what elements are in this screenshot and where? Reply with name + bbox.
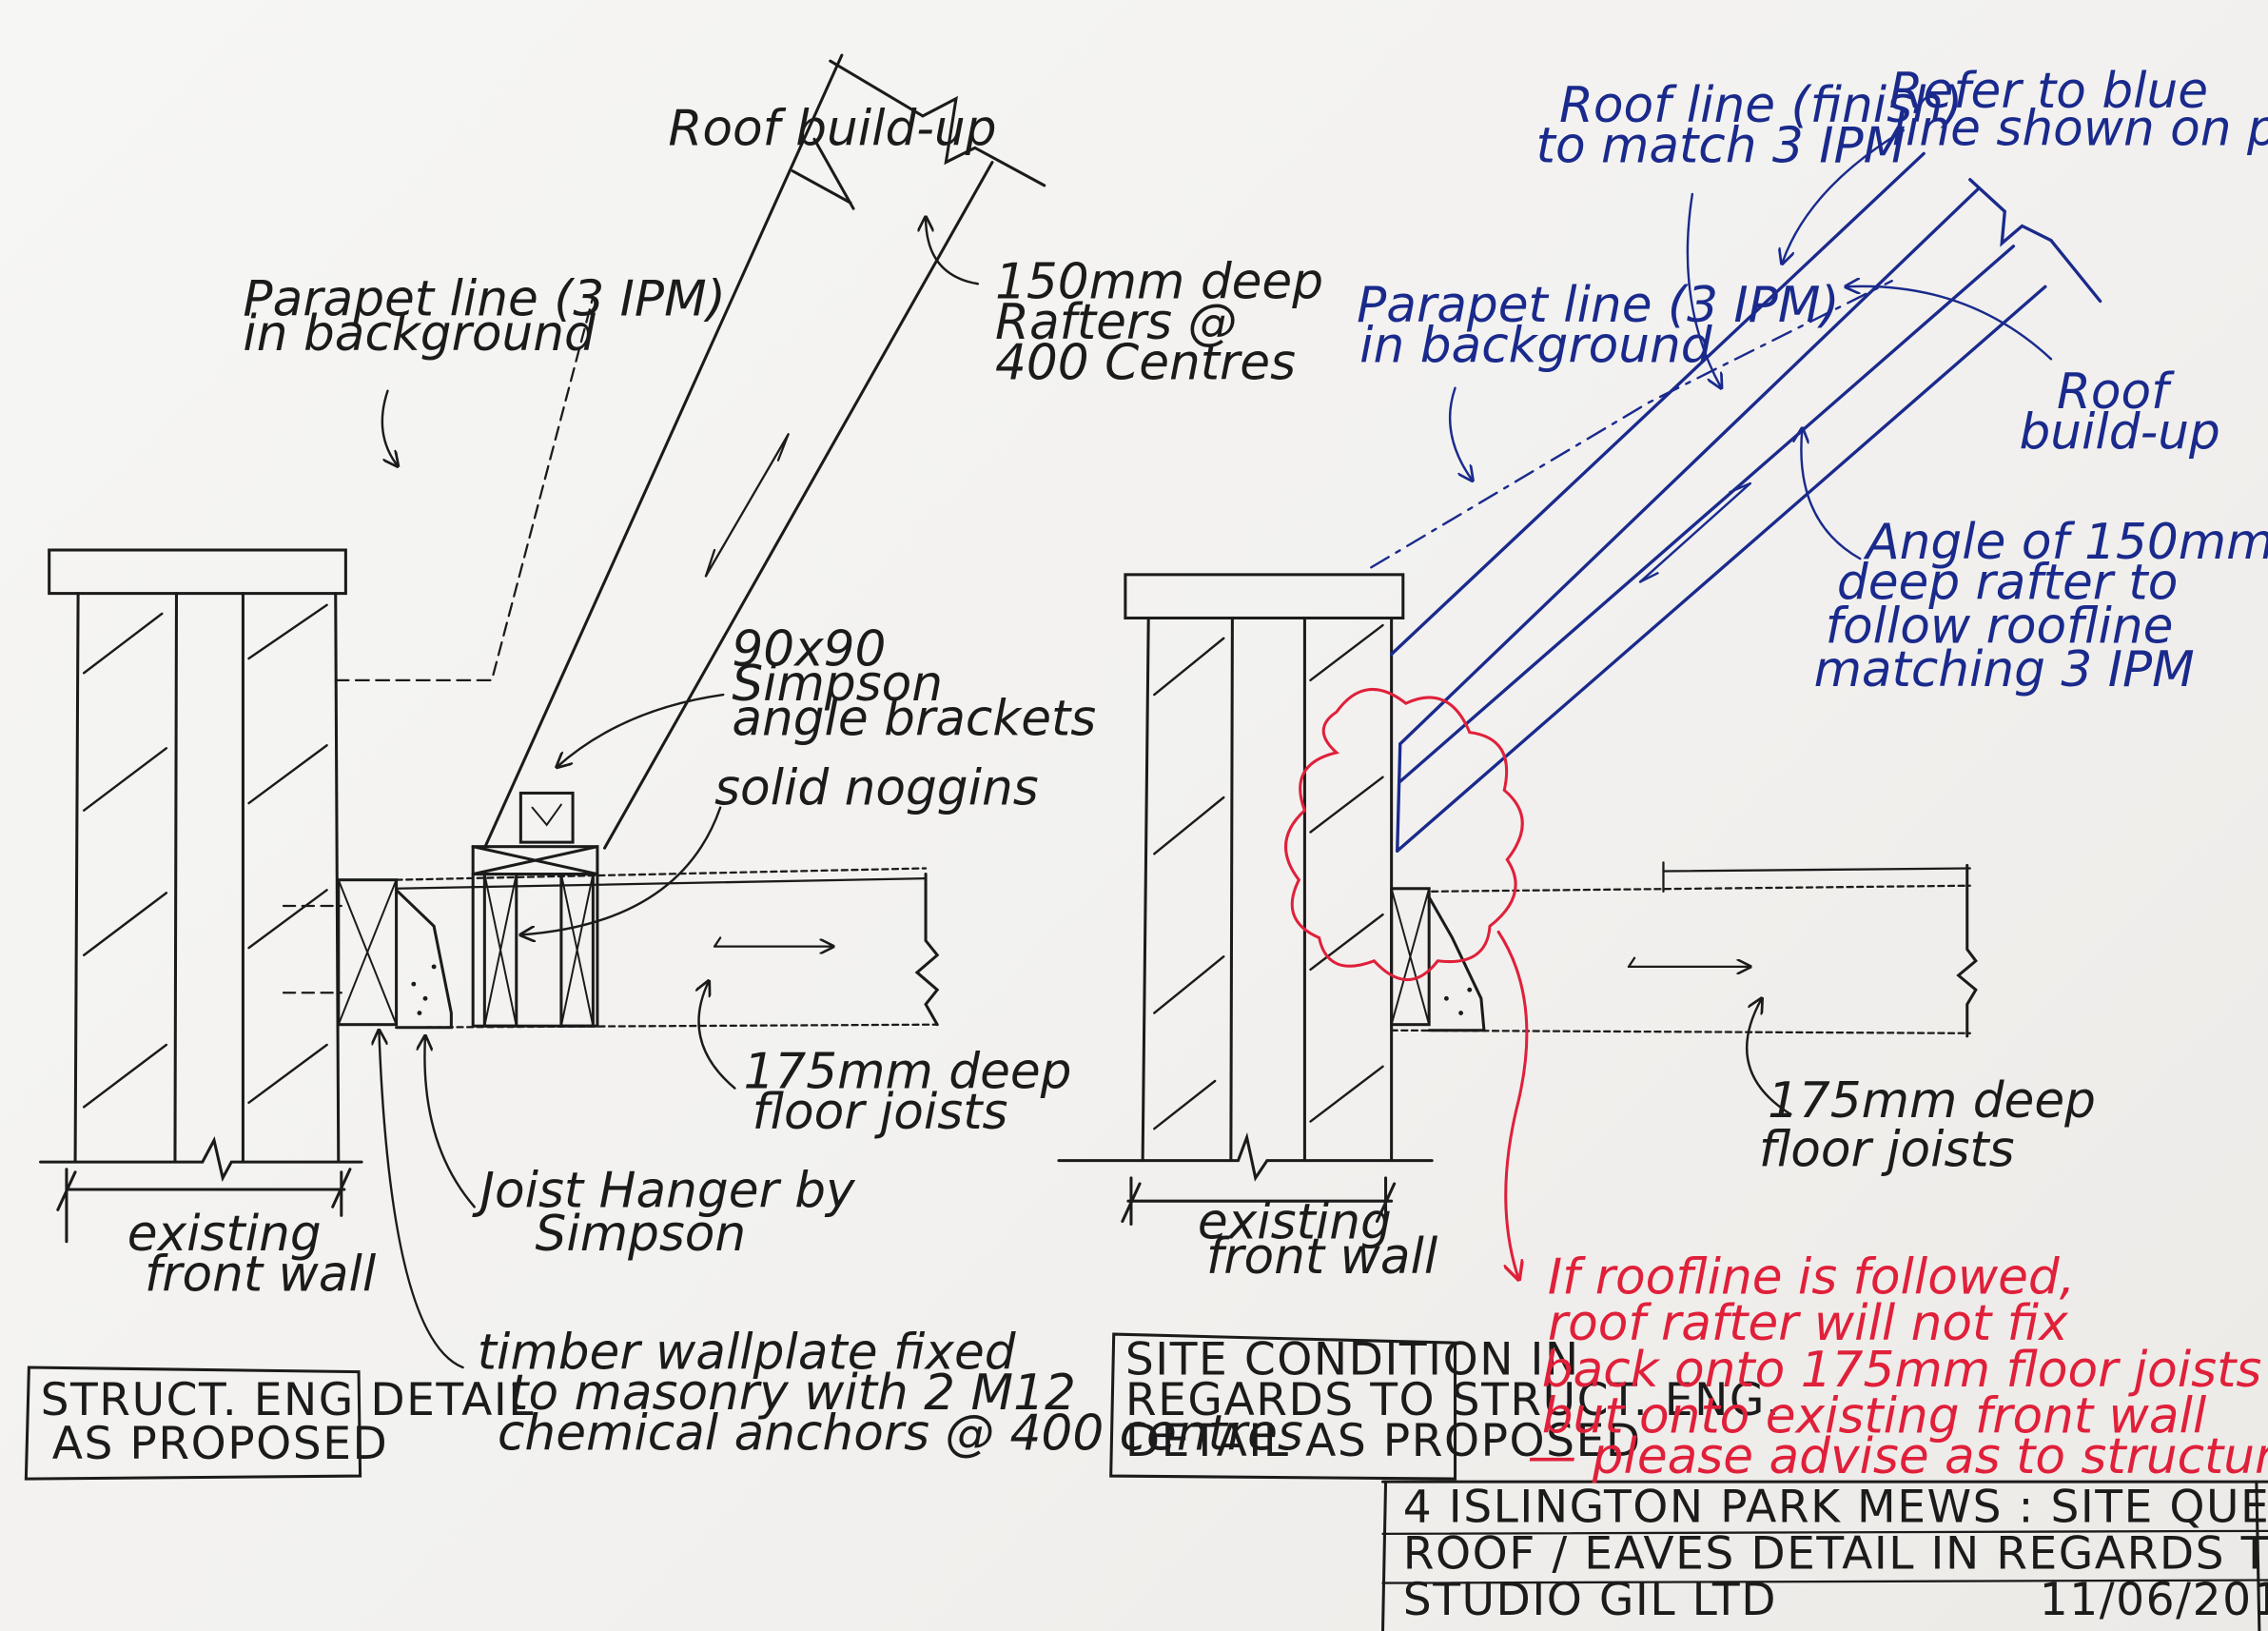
left-rafter-label-line2: Rafters @ [995, 294, 1237, 351]
right-wall-dimension [1121, 1176, 1397, 1227]
left-floor-joist [395, 867, 940, 1029]
title-practice: STUDIO GIL LTD [1403, 1574, 1777, 1626]
left-rafter-label-line1: 150mm deep [995, 253, 1323, 310]
left-noggins-label: solid noggins [714, 760, 1039, 817]
left-caption-box [24, 1366, 362, 1481]
right-angle-label-line1: Angle of 150mm [1863, 514, 2268, 571]
left-roof-buildup-label: Roof build-up [668, 100, 996, 157]
right-refer-label-line1: Refer to blue [1889, 63, 2208, 120]
right-buildup-label-line2: build-up [2019, 404, 2219, 462]
red-query-line1: If roofline is followed, [1548, 1248, 2075, 1306]
left-caption-line2: AS PROPOSED [52, 1418, 389, 1470]
right-caption-box [1109, 1332, 1457, 1481]
left-bracket-label-line3: angle brackets [732, 691, 1096, 748]
title-block [1380, 1480, 2268, 1631]
angle-bracket [518, 791, 575, 844]
right-wall-label-line2: front wall [1206, 1228, 1438, 1286]
right-detail [1057, 573, 1978, 1481]
right-angle-label-line2: deep rafter to [1837, 555, 2178, 612]
left-wall-label-line2: front wall [145, 1246, 377, 1303]
left-wall-label-line1: existing [127, 1206, 322, 1263]
left-parapet-label-line1: Parapet line (3 IPM) [243, 271, 725, 328]
left-parapet-label-line2: in background [243, 305, 596, 363]
right-joists-label-line2: floor joists [1759, 1122, 2015, 1179]
left-joists-label-line2: floor joists [753, 1084, 1008, 1141]
right-joists-label-line1: 175mm deep [1768, 1072, 2096, 1130]
right-roofline-label-line2: to match 3 IPM [1536, 118, 1906, 175]
left-joists-label-line1: 175mm deep [743, 1044, 1071, 1101]
title-project: 4 ISLINGTON PARK MEWS : SITE QUERY [1403, 1482, 2268, 1534]
left-wall-dimension [56, 1168, 352, 1244]
title-subject: ROOF / EAVES DETAIL IN REGARDS TO EXISTI… [1403, 1527, 2268, 1580]
right-floor-joist [1390, 861, 1978, 1116]
left-bracket-label-line2: Simpson [732, 656, 943, 713]
title-date: 11/06/2015 [2040, 1574, 2268, 1626]
left-joist-hanger [395, 888, 453, 1030]
right-coping [1124, 573, 1405, 619]
right-angle-label-line3: follow roofline [1826, 598, 2174, 655]
blue-roof-finish-line [1389, 151, 1926, 657]
red-query-line3: back onto 175mm floor joists [1542, 1342, 2262, 1399]
red-query-line4: but onto existing front wall [1542, 1387, 2207, 1444]
blue-parapet-line [1370, 279, 1893, 569]
right-caption-line1: SITE CONDITION IN [1125, 1334, 1580, 1386]
right-caption-line3: DETAIL AS PROPOSED [1125, 1415, 1642, 1467]
right-parapet-label-line1: Parapet line (3 IPM) [1357, 277, 1839, 334]
left-coping [48, 548, 347, 596]
left-wallplate-label-line1: timber wallplate fixed [478, 1325, 1017, 1382]
left-leaders [379, 217, 980, 1369]
left-wallplate-label-line3: chemical anchors @ 400 centres [498, 1405, 1303, 1463]
right-buildup-label-line1: Roof [2057, 364, 2175, 421]
solid-noggins [471, 845, 599, 1028]
right-wall-label-line1: existing [1198, 1194, 1392, 1251]
left-rafter [482, 53, 1046, 850]
left-detail [24, 53, 1046, 1481]
left-wallplate [282, 878, 399, 1027]
right-roofline-label-line1: Roof line (finish) [1559, 77, 1963, 134]
left-existing-wall [39, 592, 363, 1183]
right-parapet-label-line2: in background [1359, 317, 1713, 374]
blue-roof [1370, 128, 2102, 853]
red-query-line5: — please advise as to structural solutio… [1528, 1428, 2268, 1485]
right-refer-label-line2: line shown on photo [1892, 100, 2268, 157]
left-hanger-label-line1: Joist Hanger by [472, 1162, 856, 1219]
red-query-cloud [1284, 688, 1529, 1279]
left-parapet-line [334, 295, 595, 681]
right-caption-line2: REGARDS TO STRUCT. ENG. [1125, 1374, 1782, 1426]
right-existing-wall [1057, 616, 1434, 1182]
left-hanger-label-line2: Simpson [536, 1206, 747, 1263]
left-caption-line1: STRUCT. ENG DETAIL [41, 1374, 535, 1426]
red-query-line2: roof rafter will not fix [1548, 1295, 2069, 1352]
left-wallplate-label-line2: to masonry with 2 M12 [509, 1365, 1076, 1422]
right-angle-label-line4: matching 3 IPM [1814, 641, 2195, 698]
left-bracket-label-line1: 90x90 [732, 621, 886, 678]
left-rafter-label-line3: 400 Centres [995, 335, 1296, 392]
